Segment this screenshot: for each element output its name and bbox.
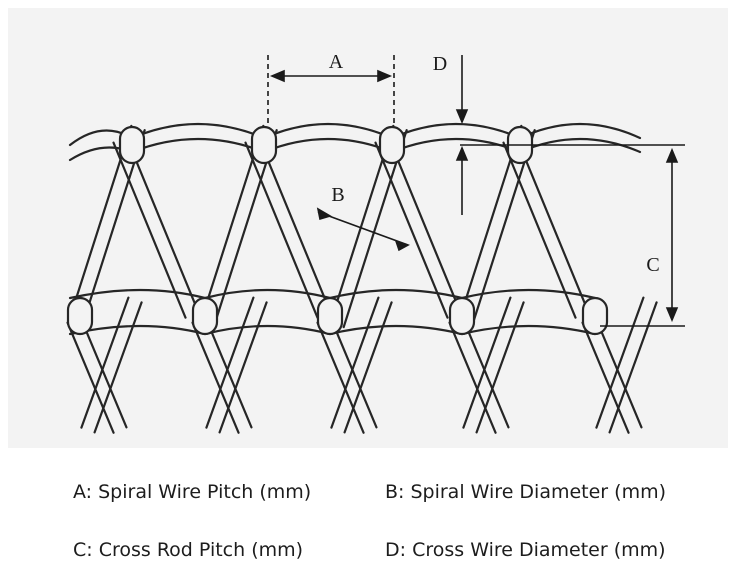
spiral-wire-edge — [374, 141, 449, 319]
spiral-wire-edge — [79, 316, 128, 429]
legend-spiral-wire-diameter: B: Spiral Wire Diameter (mm) — [385, 481, 667, 503]
spiral-wire-edge — [387, 136, 462, 314]
spiral-wire-edge — [244, 141, 319, 319]
cross-rod-section — [66, 296, 94, 336]
dimension-c-arrow — [665, 147, 679, 163]
dimension-label-c: C — [646, 254, 659, 276]
legend-cross-rod-pitch: C: Cross Rod Pitch (mm) — [73, 539, 304, 561]
cross-rod-section — [448, 296, 476, 336]
spiral-wire-edge — [316, 321, 365, 434]
spiral-wire-edge — [330, 296, 380, 429]
diagram-background — [8, 8, 728, 448]
spiral-wire-edge — [595, 296, 645, 429]
spiral-wire-edge — [329, 316, 378, 429]
spiral-wire-edge — [475, 301, 525, 434]
dimension-d-arrow — [455, 145, 469, 161]
spiral-wire-edge — [448, 321, 497, 434]
spiral-wire-edge — [462, 296, 512, 429]
spiral-wire-edge — [343, 301, 393, 434]
dimension-b-line — [317, 211, 409, 246]
spiral-wire-edge — [66, 321, 115, 434]
legend-cross-wire-diameter: D: Cross Wire Diameter (mm) — [385, 539, 666, 561]
spiral-wire-edge — [125, 136, 200, 314]
dimension-label-d: D — [433, 53, 447, 75]
dimension-label-b: B — [331, 184, 344, 206]
cross-rod-section — [378, 125, 406, 165]
dimension-d-arrow — [455, 109, 469, 125]
spiral-wire-edge — [594, 316, 643, 429]
spiral-wire-edge — [581, 321, 630, 434]
dimension-c-arrow — [665, 307, 679, 323]
cross-rod-section — [191, 296, 219, 336]
dimension-label-a: A — [329, 51, 344, 73]
spiral-wire-edge — [502, 141, 577, 319]
cross-rod-section — [250, 125, 278, 165]
spiral-wire-edge — [515, 136, 590, 314]
spiral-wire-edge — [93, 301, 143, 434]
spiral-wire-edge — [461, 316, 510, 429]
mesh-wires — [66, 122, 658, 434]
spiral-wire-edge — [191, 321, 240, 434]
spiral-wire-edge — [608, 301, 658, 434]
dimension-b-arrow — [316, 207, 332, 221]
cross-rod-section — [581, 296, 609, 336]
spiral-wire-edge — [80, 296, 130, 429]
legend-spiral-wire-pitch: A: Spiral Wire Pitch (mm) — [73, 481, 312, 503]
dimension-b-arrow — [394, 239, 410, 252]
dimension-annotations — [267, 55, 685, 327]
spiral-wire-edge — [205, 296, 255, 429]
spiral-wire-edge — [204, 316, 253, 429]
dimension-a-arrow — [377, 69, 393, 83]
spiral-wire-edge — [257, 136, 332, 314]
dimension-a-arrow — [269, 69, 285, 83]
cross-rod-section — [118, 125, 146, 165]
spiral-wire-edge — [218, 301, 268, 434]
cross-rod-section — [316, 296, 344, 336]
spiral-wire-edge — [112, 141, 187, 319]
